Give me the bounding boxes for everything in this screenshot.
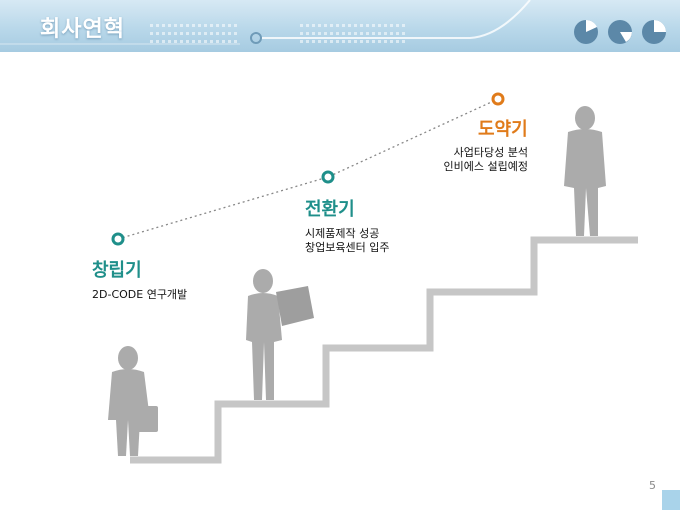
pie-chart-icon (608, 20, 632, 44)
description-line: 사업타당성 분석 (453, 146, 528, 159)
stage-description-transition: 시제품제작 성공 창업보육센터 입주 (305, 227, 389, 255)
header-icons (574, 19, 666, 44)
stage-marker (321, 170, 335, 184)
staircase (130, 236, 638, 464)
header-banner: 회사연혁 (0, 0, 680, 52)
stage-marker (111, 232, 125, 246)
page-title: 회사연혁 (40, 17, 125, 42)
description-line: 인비에스 설립예정 (443, 160, 528, 173)
stage-title-leap: 도약기 (478, 119, 528, 140)
stage-title-founding: 창립기 (92, 260, 142, 281)
businessman-silhouette (108, 346, 158, 456)
stage-description-leap: 사업타당성 분석 인비에스 설립예정 (420, 146, 528, 174)
stage-description-founding: 2D-CODE 연구개발 (92, 288, 187, 302)
pie-chart-icon (642, 20, 666, 44)
description-line: 시제품제작 성공 (305, 227, 380, 240)
description-line: 창업보육센터 입주 (305, 241, 390, 254)
description-line: 2D-CODE 연구개발 (92, 288, 188, 301)
header-decoration (0, 0, 531, 45)
stage-title-transition: 전환기 (305, 199, 355, 220)
businessman-standing-silhouette (564, 106, 606, 236)
page-number: 5 (649, 479, 656, 492)
stage-marker (491, 92, 505, 106)
pie-chart-icon (574, 19, 598, 44)
corner-accent (662, 490, 680, 510)
businessman-reading-silhouette (246, 269, 314, 400)
